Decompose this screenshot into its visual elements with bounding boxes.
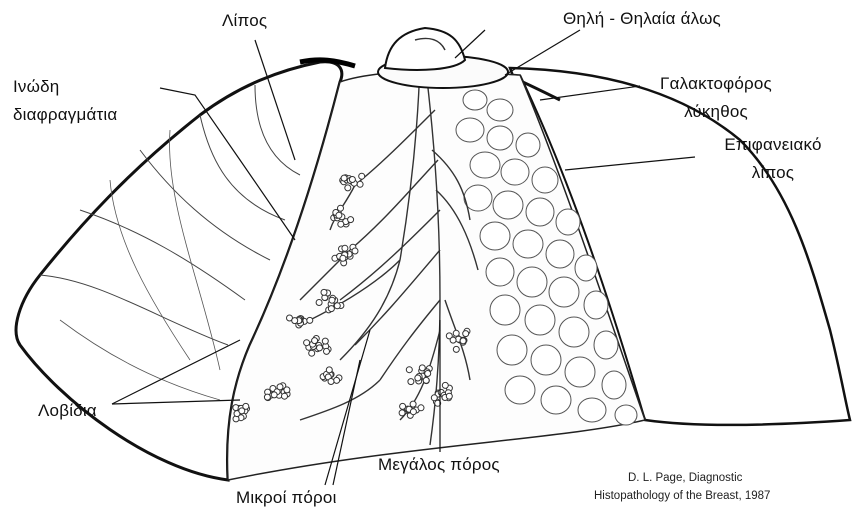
nipple	[385, 28, 465, 70]
label-small-ducts: Μικροί πόροι	[236, 487, 337, 509]
credit-line-2: Histopathology of the Breast, 1987	[594, 488, 770, 504]
label-fibrous-septa-1: Ινώδη	[13, 76, 59, 98]
label-fibrous-septa-2: διαφραγμάτια	[13, 104, 117, 126]
credit-line-1: D. L. Page, Diagnostic	[628, 470, 742, 486]
label-nipple-areola: Θηλή - Θηλαία άλως	[563, 8, 721, 30]
label-lactiferous-sinus-2: λύκηθος	[641, 101, 791, 123]
label-fat-top: Λίπος	[222, 10, 267, 32]
label-lobules: Λοβίδια	[38, 400, 97, 422]
label-lactiferous-sinus-1: Γαλακτοφόρος	[641, 73, 791, 95]
label-large-duct: Μεγάλος πόρος	[378, 454, 500, 476]
label-surface-fat-2: λίπος	[698, 162, 848, 184]
label-surface-fat-1: Επιφανειακό	[698, 134, 848, 156]
